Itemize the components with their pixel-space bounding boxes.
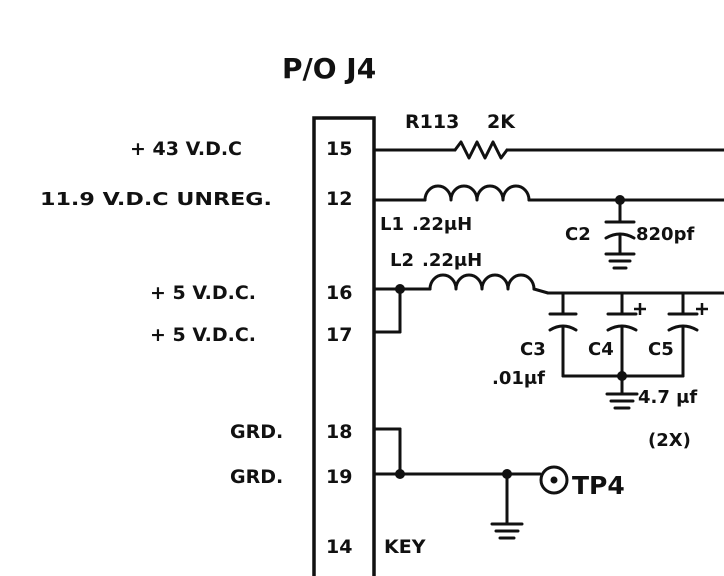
supply-label-5vdc-16: + 5 V.D.C. [150,282,256,304]
r113-value: 2K [487,111,516,133]
junction-pin16 [395,284,405,294]
supply-label-5vdc-17: + 5 V.D.C. [150,324,256,346]
pin-17-number: 17 [326,324,352,346]
l2-value: .22μH [422,250,482,271]
connector-j4-body [312,116,376,576]
pin-18-number: 18 [326,421,352,443]
capacitor-c5 [667,291,708,378]
capacitor-c2 [604,198,636,270]
pin-14-number: 14 [326,536,352,558]
junction-cap-return [617,371,627,381]
wire-pin12 [372,184,724,202]
supply-label-43vdc: + 43 V.D.C [130,138,242,160]
ground-label-19: GRD. [230,466,283,488]
ground-label-18: GRD. [230,421,283,443]
wire-pin15 [372,140,724,160]
junction-pin19 [395,469,405,479]
c5-ref: C5 [648,339,674,360]
pin-19-number: 19 [326,466,352,488]
capacitor-c3 [548,291,578,378]
l2-ref: L2 [390,250,414,271]
test-point-tp4[interactable] [539,465,569,495]
c3-ref: C3 [520,339,546,360]
junction-ground [502,469,512,479]
l1-value: .22μH [412,214,472,235]
key-label: KEY [384,536,426,558]
wire-pin16-17 [372,273,724,334]
c4-c5-quantity: (2X) [648,430,691,451]
tp4-label: TP4 [572,471,625,500]
pin-15-number: 15 [326,138,352,160]
pin-12-number: 12 [326,188,352,210]
pin-16-number: 16 [326,282,352,304]
c2-ref: C2 [565,224,591,245]
capacitor-c4 [606,291,646,378]
supply-label-unreg: 11.9 V.D.C UNREG. [40,189,272,210]
c4-ref: C4 [588,339,614,360]
wire-pin18-19 [372,427,542,540]
connector-title: P/O J4 [282,52,376,85]
l1-ref: L1 [380,214,404,235]
c4-c5-value: 4.7 μf [638,387,697,408]
c3-value: .01μf [492,368,545,389]
r113-ref: R113 [405,111,459,133]
c2-value: 820pf [636,224,694,245]
